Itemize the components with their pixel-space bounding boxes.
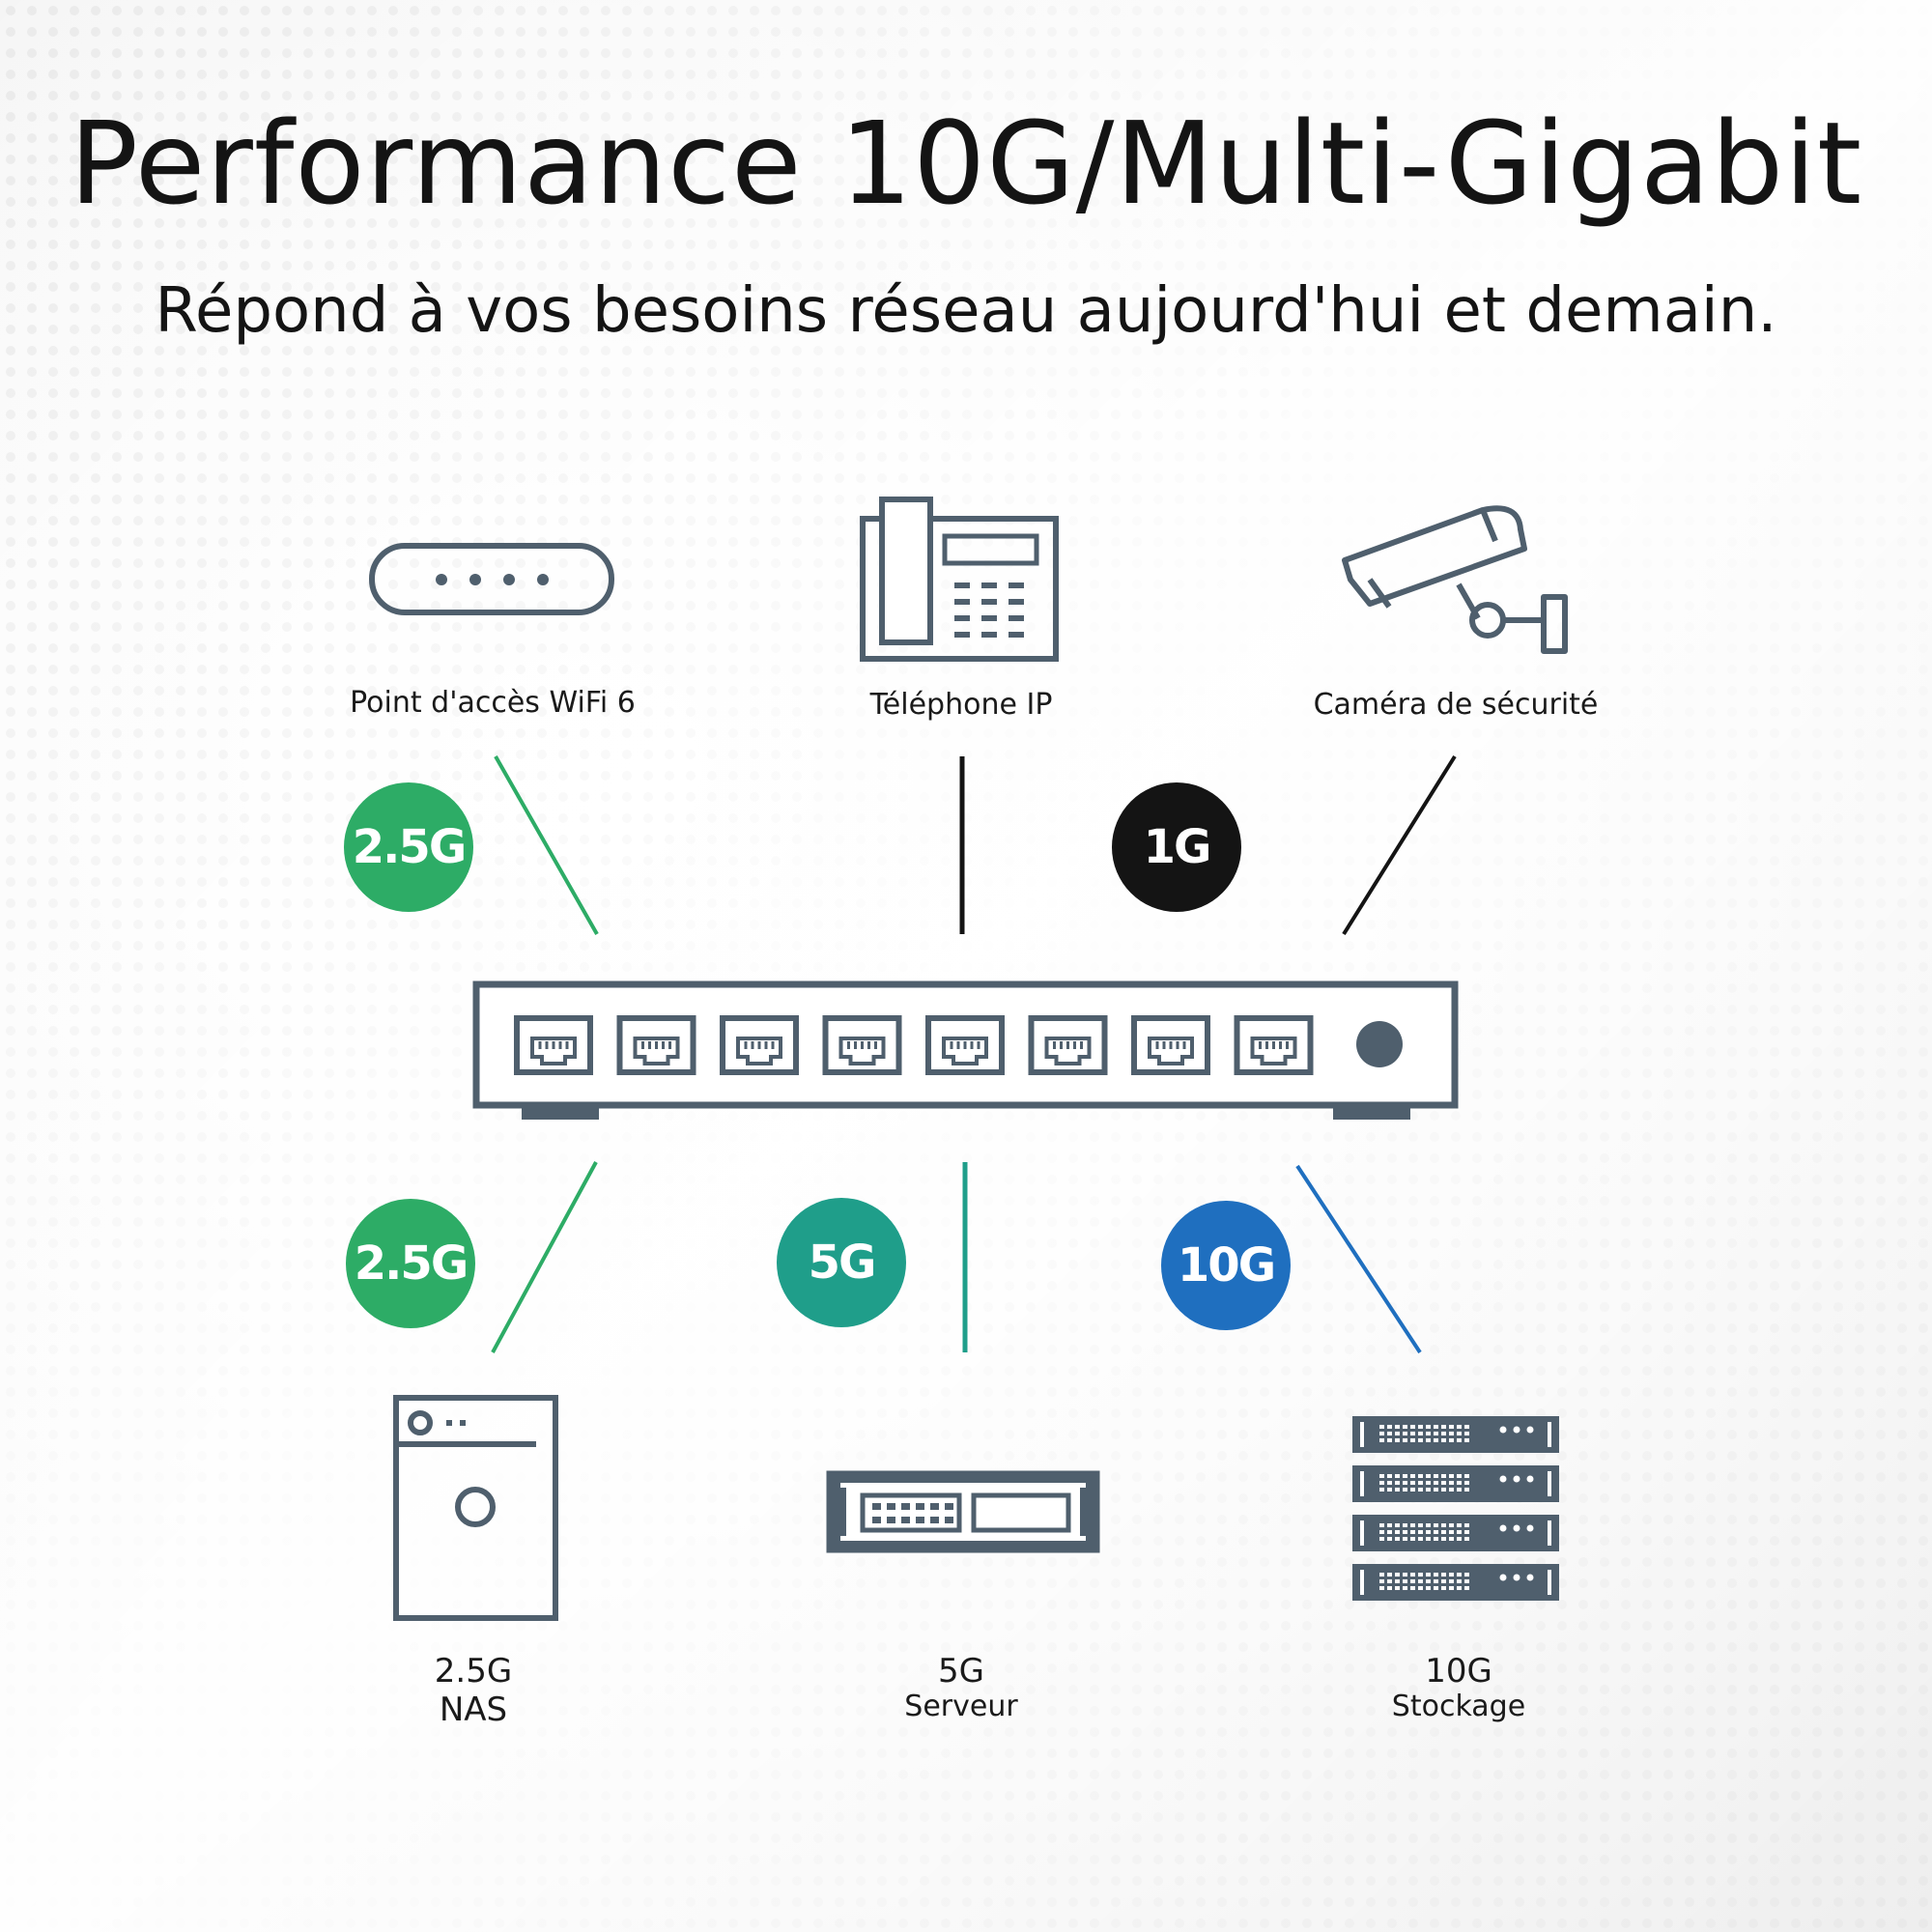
storage-unit-icon [1352,1515,1559,1551]
ethernet-port-icon [616,1015,696,1075]
camera-label: Caméra de sécurité [1313,688,1599,722]
link-storage [1295,1164,1422,1354]
page-subtitle: Répond à vos besoins réseau aujourd'hui … [155,275,1777,347]
link-camera [1342,754,1457,936]
storage-speed-label: 10G [1425,1652,1492,1690]
access-point-label: Point d'accès WiFi 6 [350,686,636,720]
speed-badge-storage: 10G [1161,1201,1291,1330]
switch-ports [514,1015,1314,1075]
ethernet-port-icon [1028,1015,1108,1075]
nas-name-label: NAS [439,1690,508,1729]
ip-phone-label: Téléphone IP [869,688,1053,722]
ethernet-port-icon [514,1015,593,1075]
page-title: Performance 10G/Multi-Gigabit [69,97,1863,230]
ethernet-port-icon [1131,1015,1210,1075]
speed-badge-1g: 1G [1112,782,1241,912]
ethernet-port-icon [925,1015,1005,1075]
storage-unit-icon [1352,1564,1559,1601]
server-icon [826,1470,1100,1553]
nas-speed-label: 2.5G [434,1652,513,1690]
server-name-label: Serveur [904,1690,1018,1723]
ethernet-port-icon [720,1015,799,1075]
access-point-icon [369,543,614,615]
nas-icon [393,1395,558,1621]
storage-rack-icon [1352,1416,1559,1601]
ip-phone-icon [860,497,1059,662]
security-camera-icon [1342,505,1568,654]
storage-unit-icon [1352,1465,1559,1502]
link-access-point [494,755,599,935]
link-nas [491,1161,598,1353]
server-speed-label: 5G [938,1652,984,1690]
ethernet-port-icon [822,1015,902,1075]
nas-label: 2.5G NAS [328,1652,618,1729]
storage-name-label: Stockage [1391,1690,1526,1723]
storage-label: 10G Stockage [1314,1652,1604,1723]
speed-badge-server: 5G [777,1198,906,1327]
speed-badge-access-point: 2.5G [344,782,473,912]
speed-badge-nas: 2.5G [346,1199,475,1328]
storage-unit-icon [1352,1416,1559,1453]
ethernet-port-icon [1234,1015,1314,1075]
server-label: 5G Serveur [816,1652,1106,1723]
